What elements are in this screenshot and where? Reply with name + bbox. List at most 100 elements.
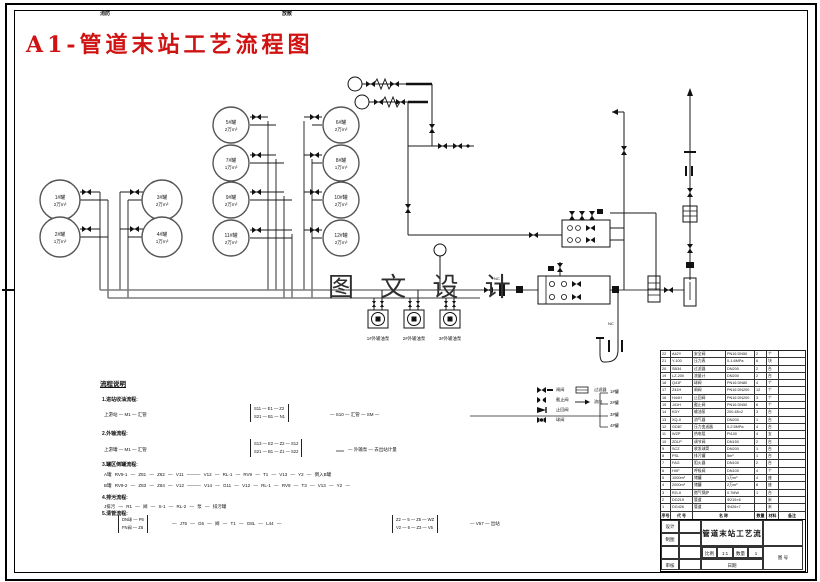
- tank-label: 10#罐: [334, 194, 347, 201]
- top-label-left: 消防: [100, 11, 111, 17]
- bom-cell: [779, 468, 805, 476]
- bom-cell: 19: [661, 372, 671, 381]
- bom-cell: [779, 439, 805, 446]
- vent-arrow-icon: [687, 88, 693, 96]
- filter-lines: [648, 282, 660, 296]
- bom-cell: [779, 482, 805, 490]
- bom-cell: DG219: [671, 496, 693, 505]
- note-4-heading: 4.排污流程:: [102, 495, 128, 501]
- valve-icon: [438, 143, 447, 149]
- bom-cell: 燃气锅炉: [693, 489, 726, 497]
- drawing-outer-frame: [5, 3, 817, 581]
- meter-box: [682, 205, 698, 223]
- check-label: 审核: [661, 559, 679, 570]
- tank-capacity: 2万m³: [225, 202, 238, 208]
- legend-label: 流向: [594, 399, 603, 404]
- note-branch: 1#罐: [610, 389, 619, 394]
- bom-cell: Pt100: [726, 431, 755, 439]
- bom-cell: [755, 496, 767, 505]
- pump-label: 3#外输油泵: [439, 335, 462, 342]
- bom-cell: WZP: [671, 431, 693, 439]
- bom-cell: SCZ: [671, 445, 693, 454]
- bom-cell: XQ-II: [671, 416, 693, 424]
- bom-cell: 过滤器: [693, 365, 726, 373]
- legend-item: 球阀: [537, 416, 564, 424]
- bom-cell: 3: [661, 489, 671, 497]
- tank-capacity: 2万m³: [335, 240, 348, 246]
- meter-lines: [683, 210, 697, 217]
- bom-cell: A42Y: [671, 351, 693, 359]
- bom-cell: Q41F: [671, 380, 693, 388]
- bom-cell: 4: [755, 380, 767, 388]
- bom-cell: 台: [767, 453, 779, 461]
- bom-header-cell: 名 称: [693, 511, 755, 520]
- bom-cell: 个: [767, 402, 779, 410]
- flange-marks: [2, 151, 696, 352]
- tank-capacity: 1万m³: [335, 165, 348, 171]
- manifold-ports: [549, 225, 581, 300]
- fitting-blocks: [516, 209, 694, 293]
- check-signature: [679, 559, 701, 570]
- bom-cell: 13: [661, 416, 671, 424]
- bom-header-cell: 材料: [767, 511, 779, 520]
- valve-icon: [579, 211, 585, 220]
- note-branch: 4#罐: [610, 423, 619, 428]
- note-line: FN阀 — Z6: [122, 525, 144, 530]
- valve-icon: [569, 211, 575, 220]
- legend-item: 流向: [575, 398, 602, 406]
- bom-cell: [779, 351, 805, 359]
- bom-cell: [779, 446, 805, 454]
- bom-cell: 1: [661, 504, 671, 512]
- bom-cell: DN200: [726, 445, 755, 454]
- bom-cell: PN16 DN50: [726, 351, 755, 359]
- bom-cell: 3: [755, 409, 767, 417]
- junction-dot: [466, 144, 470, 148]
- bom-cell: ZDLP: [671, 438, 693, 446]
- valve-icon: [529, 232, 538, 238]
- legend-item: 过滤器: [575, 386, 607, 394]
- pump: 2#外输油泵: [403, 309, 426, 342]
- valve-icon: [82, 189, 91, 195]
- bom-cell: 1: [755, 445, 767, 454]
- bom-header-row: 序号代 号名 称数量材料备注: [661, 511, 805, 520]
- bom-cell: PN16 DN200: [726, 394, 755, 403]
- upper-manifold: [561, 219, 611, 248]
- valve-icon: [252, 227, 261, 233]
- pump: 1#外输油泵: [367, 309, 390, 342]
- note-2-chain: — 外输泵 — 去出站计量: [348, 447, 397, 452]
- bom-cell: 1万m³: [726, 475, 755, 483]
- pump-station: 1#外输油泵 2#外输油泵 3#外输油泵: [367, 309, 462, 342]
- bom-cell: 200-65×2: [726, 409, 755, 417]
- drawing-inner-frame: [14, 10, 808, 573]
- bom-cell: 2万m³: [726, 482, 755, 490]
- bom-cell: 压力变送器: [693, 423, 726, 432]
- bom-cell: 1: [755, 416, 767, 424]
- bom-cell: 16: [661, 394, 671, 403]
- legend-item: 截止阀: [537, 396, 569, 404]
- design-label: 设计: [661, 520, 679, 533]
- valve-icon: [453, 143, 462, 149]
- bom-cell: 米: [767, 504, 779, 512]
- legend-label: 截止阀: [556, 397, 569, 402]
- bom-cell: 3: [755, 394, 767, 403]
- note-line: S21 — B1 — N1: [254, 414, 285, 419]
- bom-cell: 4: [755, 467, 767, 476]
- bom-cell: Z41H: [671, 387, 693, 395]
- bom-cell: 米: [767, 496, 779, 505]
- bom-cell: 14: [661, 409, 671, 417]
- tank-label: 12#罐: [334, 232, 347, 239]
- pump-label: 1#外输油泵: [367, 335, 390, 342]
- bom-cell: DG426: [671, 504, 693, 512]
- bom-cell: 12: [755, 387, 767, 395]
- bom-cell: 21: [661, 358, 671, 366]
